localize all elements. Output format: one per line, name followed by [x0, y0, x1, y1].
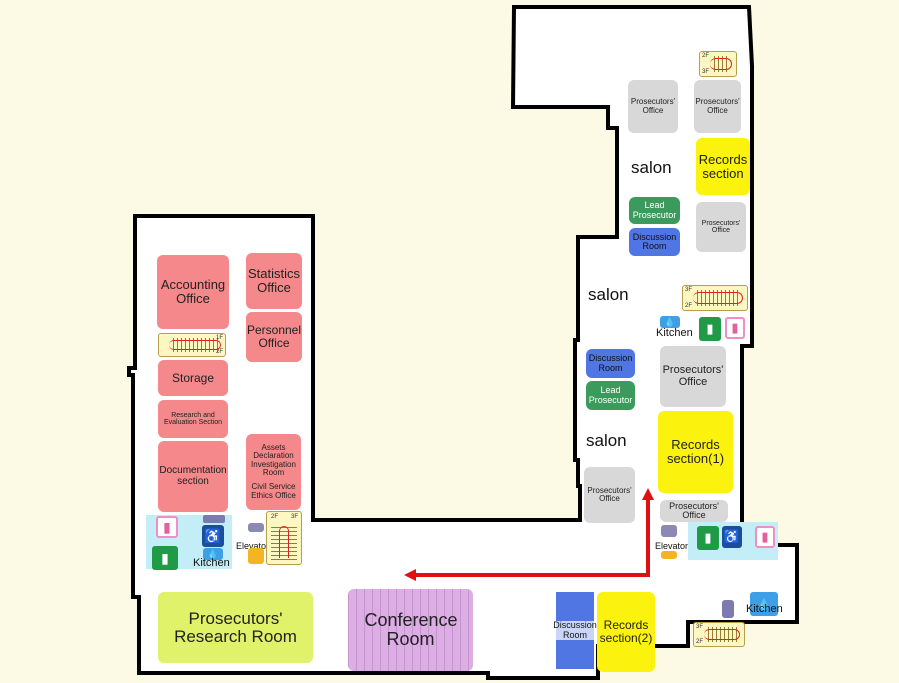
kitchen-water-icon: 💧 [660, 316, 680, 328]
male-restroom-icon: ▮ [697, 526, 719, 550]
kitchen-left-label: Kitchen [193, 557, 230, 569]
lead-prosecutor-top[interactable]: Lead Prosecutor [629, 197, 680, 224]
elevator-icon [248, 523, 264, 532]
conference-room[interactable]: Conference Room [348, 589, 473, 671]
male-restroom-icon: ▮ [152, 546, 178, 570]
assets-declaration-room[interactable]: Assets Declaration Investigation Room Ci… [246, 434, 301, 510]
discussion-room-bottom[interactable]: Discussion Room [553, 592, 597, 669]
elevator-shaft-right [661, 551, 677, 559]
prosecutors-office-top-left[interactable]: Prosecutors' Office [628, 80, 678, 133]
prosecutors-office-right[interactable]: Prosecutors' Office [696, 202, 746, 252]
discussion-room-top[interactable]: Discussion Room [629, 228, 680, 256]
female-restroom-icon: ▮ [725, 317, 745, 339]
records-section-1[interactable]: Records section(1) [658, 411, 733, 493]
accessible-restroom-icon: ♿ [202, 525, 224, 547]
staircase-2f-3f-left[interactable]: 2F 3F [266, 511, 302, 565]
salon-label-top: salon [631, 158, 672, 177]
accessible-restroom-icon: ♿ [722, 526, 742, 548]
records-section-top[interactable]: Records section [696, 138, 750, 195]
personnel-office[interactable]: Personnel Office [246, 312, 302, 362]
storage-room[interactable]: Storage [158, 360, 228, 396]
female-restroom-icon: ▮ [156, 516, 178, 538]
staircase-1f-2f[interactable]: 1F 2F [158, 333, 226, 357]
kitchen-water-icon: 💧 [203, 548, 223, 560]
storage-box-icon [203, 515, 225, 523]
staircase-3f-2f-right[interactable]: 3F 2F [682, 285, 748, 311]
route-arrow-icon [404, 488, 654, 581]
prosecutors-office-large[interactable]: Prosecutors' Office [660, 346, 726, 407]
discussion-room-bottom-label: Discussion Room [553, 620, 597, 640]
statistics-office[interactable]: Statistics Office [246, 253, 302, 309]
prosecutors-office-top-right[interactable]: Prosecutors' Office [694, 80, 741, 133]
storage-box-icon [722, 600, 734, 618]
prosecutors-research-room[interactable]: Prosecutors' Research Room [158, 592, 313, 663]
kitchen-water-icon: 💧 [750, 592, 778, 616]
prosecutors-office-small[interactable]: Prosecutors' Office [660, 500, 728, 522]
staircase-3f-2f-bottom[interactable]: 3F 2F [693, 622, 745, 647]
elevator-left-label: Elevator [236, 541, 270, 551]
assets-declaration-label: Assets Declaration Investigation Room [251, 442, 296, 477]
male-restroom-icon: ▮ [699, 317, 721, 341]
kitchen-right-upper-label: Kitchen [656, 327, 693, 339]
elevator-icon [661, 525, 677, 537]
salon-label-middle: salon [588, 285, 629, 304]
accounting-office[interactable]: Accounting Office [157, 255, 229, 329]
documentation-section[interactable]: Documentation section [158, 441, 228, 512]
female-restroom-icon: ▮ [755, 526, 775, 548]
kitchen-right-lower-label: Kitchen [746, 603, 783, 615]
records-section-2[interactable]: Records section(2) [597, 592, 655, 672]
research-evaluation-section[interactable]: Research and Evaluation Section [158, 400, 228, 438]
elevator-right-label: Elevator [655, 541, 689, 551]
salon-label-bottom: salon [586, 431, 627, 450]
civil-service-ethics-label: Civil Service Ethics Office [251, 482, 296, 500]
discussion-room-middle[interactable]: Discussion Room [586, 349, 635, 378]
elevator-shaft-left [248, 548, 264, 564]
prosecutors-office-middle[interactable]: Prosecutors' Office [584, 467, 635, 523]
staircase-2f-3f-top[interactable]: 2F 3F [699, 51, 737, 77]
conference-room-label: Conference Room [364, 610, 458, 649]
lead-prosecutor-middle[interactable]: Lead Prosecutor [586, 381, 635, 410]
